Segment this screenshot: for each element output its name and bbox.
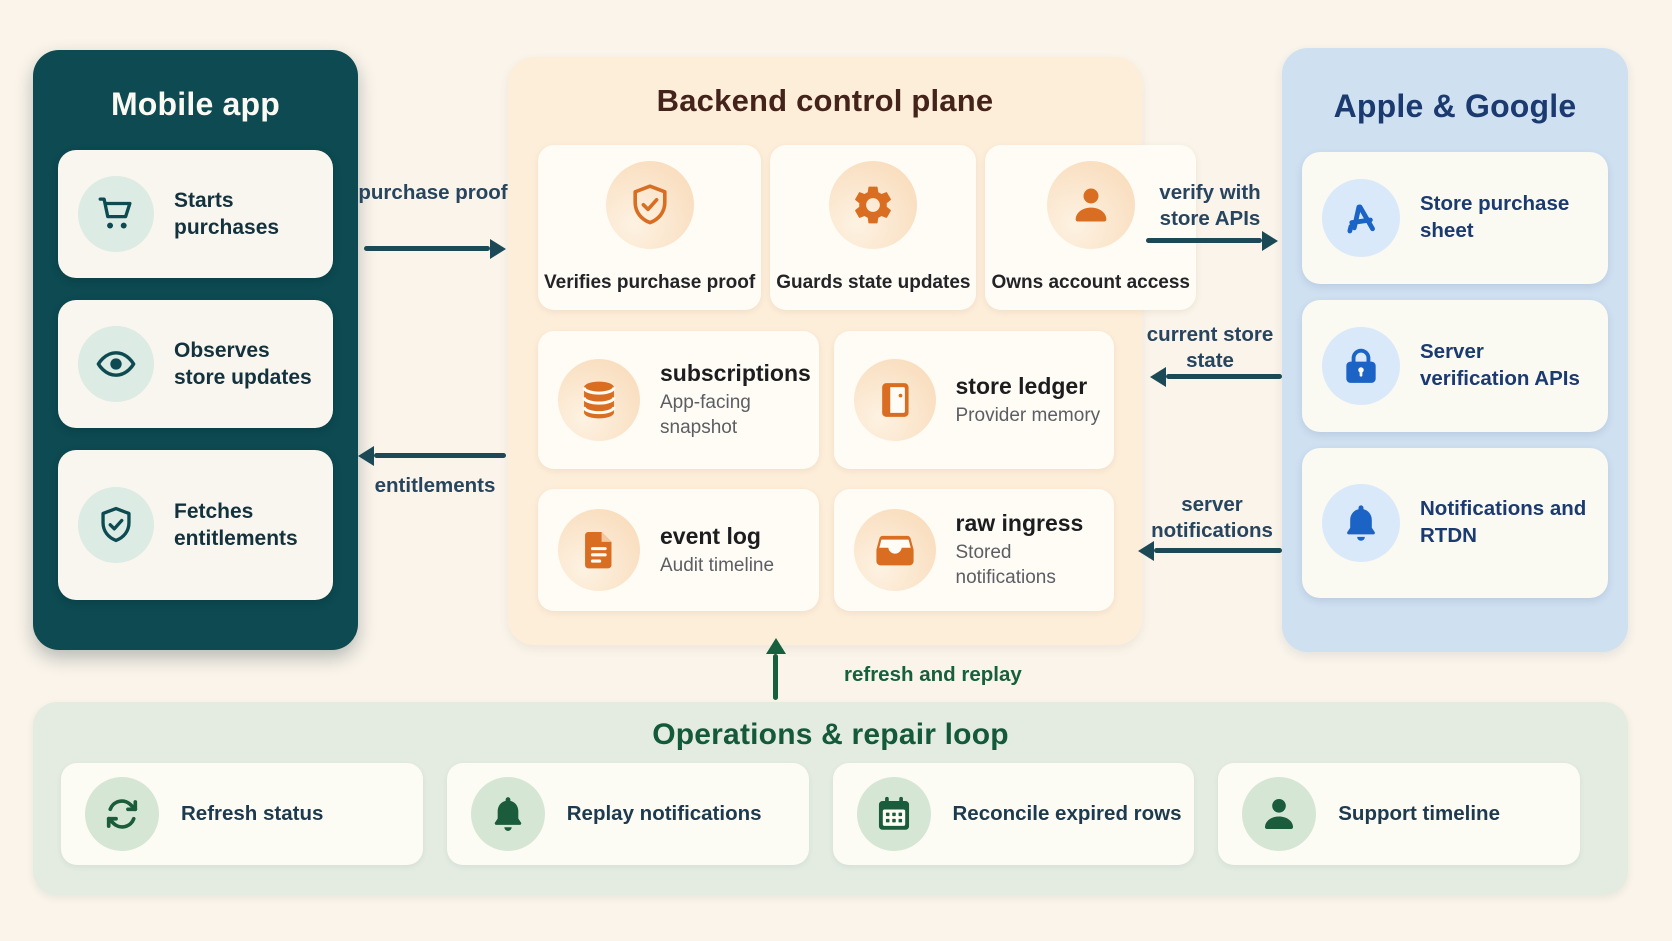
- person-icon: [1242, 777, 1317, 851]
- backend-store-title: event log: [660, 522, 761, 549]
- backend-card-raw-ingress: raw ingress Stored notifications: [833, 489, 1114, 611]
- mobile-app-title: Mobile app: [110, 86, 281, 122]
- verify-with-store-apis-arrow: [1146, 238, 1262, 243]
- mobile-app-panel: Mobile app Starts purchases Observes sto…: [33, 50, 358, 650]
- backend-card-guards-state: Guards state updates: [770, 145, 977, 310]
- eye-icon: [78, 326, 154, 402]
- provider-card-label: Store purchase sheet: [1420, 192, 1570, 242]
- backend-capability-label: Owns account access: [991, 272, 1191, 293]
- mobile-card-label: Fetches entitlements: [174, 499, 298, 550]
- apple-google-title: Apple & Google: [1333, 88, 1577, 124]
- backend-capability-label: Verifies purchase proof: [544, 272, 756, 293]
- apple-google-panel: Apple & Google Store purchase sheet: [1282, 48, 1628, 652]
- server-notifications-label: server notifications: [1151, 493, 1273, 543]
- entitlements-label: entitlements: [374, 474, 496, 497]
- mobile-card-observes-updates: Observes store updates: [58, 300, 333, 428]
- cart-icon: [78, 176, 154, 252]
- mobile-card-label: Observes store updates: [174, 338, 312, 389]
- purchase-proof-label: purchase proof: [358, 181, 508, 204]
- backend-capabilities-row: Verifies purchase proof Guards state upd…: [538, 145, 1197, 310]
- document-icon: [558, 509, 640, 591]
- shield-check-icon: [605, 161, 694, 249]
- door-icon: [853, 359, 936, 441]
- provider-card-notifications-rtdn: Notifications and RTDN: [1302, 448, 1608, 598]
- provider-card-store-purchase-sheet: Store purchase sheet: [1302, 152, 1608, 284]
- lock-icon: [1322, 327, 1400, 405]
- backend-card-subscriptions: subscriptions App-facing snapshot: [538, 331, 819, 469]
- ops-card-reconcile-expired: Reconcile expired rows: [832, 763, 1195, 865]
- provider-card-label: Notifications and RTDN: [1420, 497, 1587, 547]
- refresh-and-replay-arrow: [773, 654, 778, 700]
- bell-icon: [470, 777, 545, 851]
- backend-store-title: store ledger: [955, 372, 1088, 399]
- backend-card-owns-access: Owns account access: [985, 145, 1197, 310]
- current-store-state-label: current store state: [1146, 323, 1274, 373]
- backend-store-subtitle: Stored notifications: [955, 542, 1056, 588]
- backend-control-plane-panel: Backend control plane Verifies purchase …: [508, 57, 1197, 645]
- ops-card-refresh-status: Refresh status: [61, 763, 423, 865]
- refresh-and-replay-label: refresh and replay: [844, 663, 1022, 686]
- app-store-icon: [1322, 179, 1400, 257]
- purchase-proof-arrow: [364, 246, 490, 251]
- operations-row: Refresh status Replay notifications: [61, 763, 1580, 865]
- backend-card-event-log: event log Audit timeline: [538, 489, 819, 611]
- ops-card-label: Support timeline: [1338, 802, 1500, 825]
- mobile-card-starts-purchases: Starts purchases: [58, 150, 333, 278]
- verify-with-store-apis-label: verify with store APIs: [1159, 181, 1261, 231]
- provider-card-label: Server verification APIs: [1420, 340, 1580, 390]
- backend-store-subtitle: Audit timeline: [660, 554, 775, 576]
- inbox-tray-icon: [853, 509, 936, 591]
- server-notifications-arrow: [1154, 548, 1282, 553]
- backend-title: Backend control plane: [656, 83, 994, 118]
- database-icon: [558, 359, 640, 441]
- backend-store-title: subscriptions: [660, 360, 811, 387]
- calendar-icon: [856, 777, 931, 851]
- backend-store-subtitle: Provider memory: [955, 404, 1101, 426]
- operations-title: Operations & repair loop: [652, 718, 1009, 751]
- ops-card-label: Replay notifications: [566, 802, 762, 825]
- mobile-card-fetches-entitlements: Fetches entitlements: [58, 450, 333, 600]
- mobile-card-label: Starts purchases: [174, 188, 280, 239]
- backend-capability-label: Guards state updates: [776, 272, 971, 293]
- backend-card-verifies-proof: Verifies purchase proof: [538, 145, 762, 310]
- ops-card-label: Reconcile expired rows: [952, 802, 1182, 825]
- ops-card-label: Refresh status: [181, 802, 324, 825]
- bell-icon: [1322, 484, 1400, 562]
- person-icon: [1046, 161, 1135, 249]
- operations-panel: Operations & repair loop Refresh status: [33, 702, 1628, 895]
- provider-card-server-verification: Server verification APIs: [1302, 300, 1608, 432]
- current-store-state-arrow: [1166, 374, 1282, 379]
- entitlements-arrow: [374, 453, 506, 458]
- gear-icon: [829, 161, 918, 249]
- ops-card-support-timeline: Support timeline: [1218, 763, 1580, 865]
- refresh-icon: [85, 777, 159, 851]
- backend-card-store-ledger: store ledger Provider memory: [833, 331, 1114, 469]
- backend-store-subtitle: App-facing snapshot: [660, 392, 751, 438]
- shield-check-icon: [78, 487, 154, 563]
- backend-stores-row-2: event log Audit timeline raw ingress Sto…: [538, 489, 1114, 611]
- ops-card-replay-notifications: Replay notifications: [446, 763, 809, 865]
- backend-stores-row-1: subscriptions App-facing snapshot store …: [538, 331, 1114, 469]
- backend-store-title: raw ingress: [955, 510, 1084, 537]
